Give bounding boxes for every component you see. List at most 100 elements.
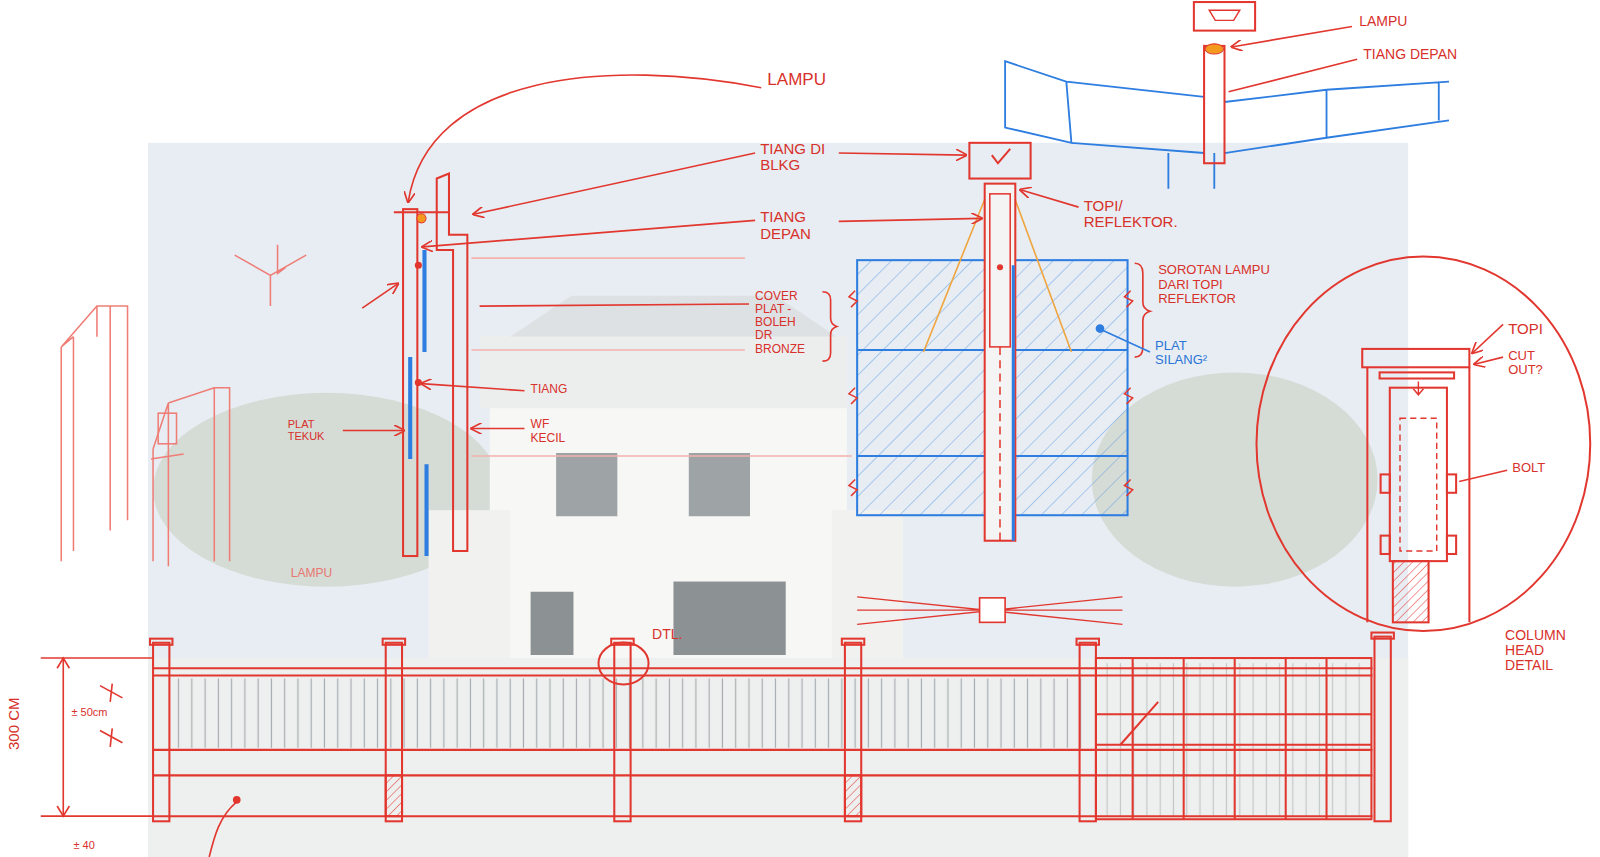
column-head-detail xyxy=(1447,474,1456,492)
dimension-lines xyxy=(41,658,153,816)
annotation-label: ± 50cm xyxy=(71,706,107,718)
elevation-detail xyxy=(985,184,1016,541)
column-head-detail xyxy=(1362,349,1469,622)
dimension-lines xyxy=(57,658,69,816)
fence-elevation xyxy=(153,749,1372,751)
fence-elevation xyxy=(845,775,861,816)
house-photo xyxy=(1092,372,1378,586)
node-outline xyxy=(1257,257,1591,632)
elevation-detail xyxy=(849,291,1133,496)
elevation-detail xyxy=(969,143,1030,179)
column-head-detail xyxy=(1400,418,1437,551)
annotation-label: COVER PLAT - BOLEH DR BRONZE xyxy=(755,290,814,356)
fence-elevation xyxy=(153,643,169,822)
detail-label: TOPI xyxy=(1508,321,1543,338)
leader-lines xyxy=(422,220,755,247)
fence-elevation xyxy=(153,774,1372,776)
leader-lines xyxy=(480,304,749,306)
leader-lines xyxy=(1232,27,1352,47)
perspective-sketch xyxy=(1005,2,1449,189)
annotation-label: SOROTAN LAMPU DARI TOPI REFLEKTOR xyxy=(1158,263,1286,306)
fence-elevation xyxy=(1096,658,1372,819)
leader-lines xyxy=(1472,324,1503,353)
faint-sketch xyxy=(61,245,852,566)
house-photo xyxy=(169,678,1087,747)
house-photo xyxy=(490,408,847,658)
annotation-label: TIANG xyxy=(531,383,568,396)
leader-lines xyxy=(362,284,398,308)
leader-lines xyxy=(234,797,240,803)
annotation-label: LAMPU xyxy=(1359,14,1407,29)
leader-lines xyxy=(408,75,761,202)
section-sketch xyxy=(437,173,468,550)
fence-elevation xyxy=(1371,633,1393,639)
annotation-label: TIANG DI BLKG xyxy=(760,141,833,174)
fence-elevation xyxy=(153,674,1372,676)
section-sketch xyxy=(394,211,449,213)
column-head-detail xyxy=(1381,474,1390,492)
detail-circle: TOPICUT OUT?BOLTCOLUMN HEAD DETAIL xyxy=(1255,255,1592,633)
elevation-detail xyxy=(999,347,1001,541)
leader-lines xyxy=(1103,331,1150,352)
elevation-detail xyxy=(1012,265,1015,540)
annotation-label: ± 40 xyxy=(73,839,94,851)
faint-sketch xyxy=(151,388,230,567)
fence-elevation xyxy=(386,643,402,822)
node-outline xyxy=(597,641,650,686)
perspective-sketch xyxy=(1194,2,1255,31)
fence-elevation xyxy=(614,643,630,822)
column-head-detail xyxy=(1447,536,1456,554)
house-photo xyxy=(148,658,1408,857)
leader-lines xyxy=(1020,190,1078,207)
column-head-detail xyxy=(1362,349,1469,367)
perspective-sketch xyxy=(1204,46,1224,163)
section-sketch xyxy=(416,263,421,268)
elevation-detail xyxy=(997,264,1003,270)
leader-lines xyxy=(473,153,755,214)
leader-lines xyxy=(839,218,982,221)
fence-elevation xyxy=(386,775,402,816)
annotation-label: TIANG DEPAN xyxy=(1363,47,1457,62)
leader-lines xyxy=(1096,325,1103,332)
leader-lines xyxy=(839,153,967,155)
column-head-detail xyxy=(1390,388,1447,561)
elevation-detail xyxy=(857,597,1122,625)
detail-marker: DTL. xyxy=(597,641,650,686)
annotation-label: TIANG DEPAN xyxy=(760,209,833,242)
node-outline xyxy=(598,642,648,684)
dimension-lines xyxy=(41,815,153,817)
elevation-detail xyxy=(980,598,1006,622)
leader-lines xyxy=(1229,59,1358,92)
detail-label: DTL. xyxy=(652,627,682,642)
fence-elevation xyxy=(1080,643,1096,822)
fence-elevation xyxy=(1120,702,1158,745)
dimension-lines xyxy=(41,657,153,659)
leader-lines xyxy=(1474,357,1503,364)
fence-elevation xyxy=(1374,637,1390,822)
faint-sketch xyxy=(158,413,176,444)
fence-elevation xyxy=(153,815,1372,817)
fence-elevation xyxy=(150,633,1394,822)
faint-sketch xyxy=(61,306,127,561)
column-head-detail xyxy=(1393,561,1429,622)
detail-label: COLUMN HEAD DETAIL xyxy=(1505,628,1587,674)
perspective-sketch xyxy=(1205,44,1223,54)
leader-lines xyxy=(1135,263,1150,357)
fence-elevation xyxy=(383,639,405,645)
annotation-label: WF KECIL xyxy=(531,418,574,444)
house-photo xyxy=(429,510,511,658)
column-head-detail xyxy=(1413,382,1423,395)
leader-lines xyxy=(343,430,404,432)
leader-lines xyxy=(822,292,836,361)
annotation-label: PLAT SILANG² xyxy=(1155,339,1226,368)
fence-elevation xyxy=(845,643,861,822)
annotation-label: PLAT TEKUK xyxy=(288,418,335,442)
section-sketch xyxy=(416,380,421,385)
perspective-sketch xyxy=(1005,61,1449,189)
house-photo xyxy=(832,510,903,658)
section-sketch xyxy=(417,214,426,223)
section-sketch xyxy=(410,250,426,556)
perspective-sketch xyxy=(1209,10,1240,20)
detail-label: CUT OUT? xyxy=(1508,349,1555,378)
